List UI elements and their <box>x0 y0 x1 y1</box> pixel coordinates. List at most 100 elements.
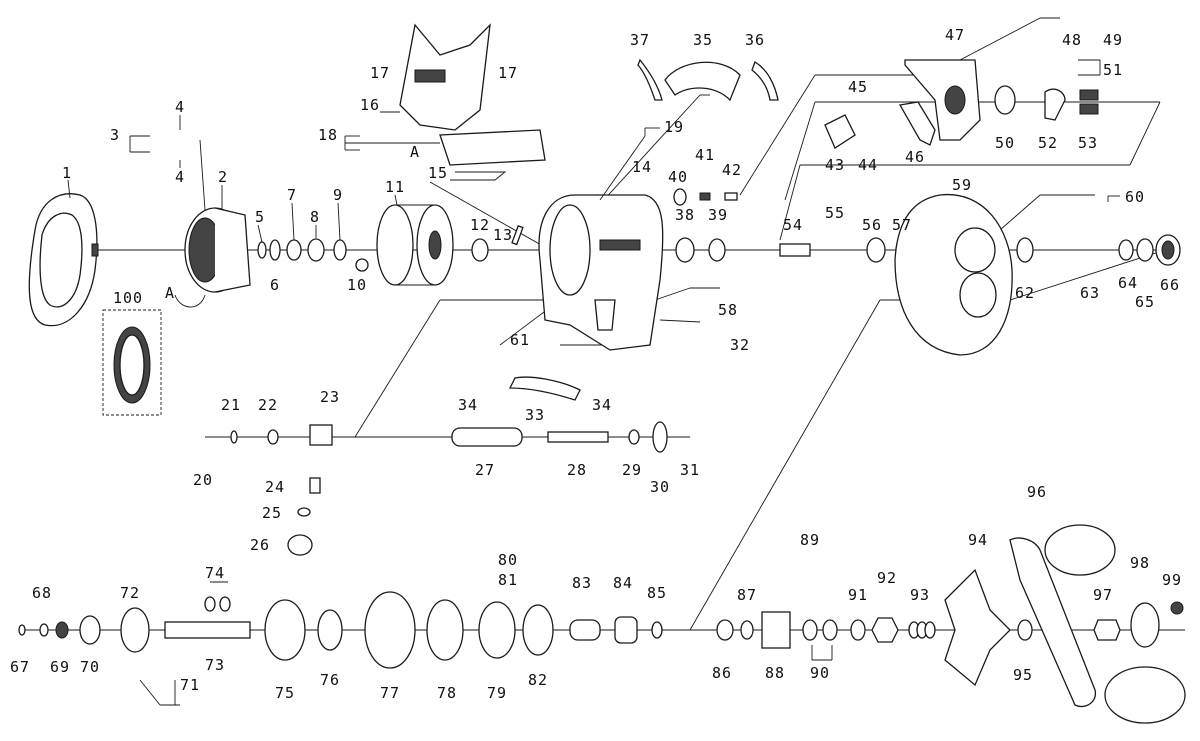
label-65: 65 <box>1135 293 1155 311</box>
label-21: 21 <box>221 396 241 414</box>
label-5: 5 <box>255 208 265 226</box>
label-4b: 4 <box>175 168 185 186</box>
label-80: 80 <box>498 551 518 569</box>
spool-cover-inset <box>102 309 162 416</box>
label-41: 41 <box>695 146 715 164</box>
label-34a: 34 <box>458 396 478 414</box>
label-26: 26 <box>250 536 270 554</box>
label-15: 15 <box>428 164 448 182</box>
label-10: 10 <box>347 276 367 294</box>
label-29: 29 <box>622 461 642 479</box>
label-81: 81 <box>498 571 518 589</box>
label-24: 24 <box>265 478 285 496</box>
label-54: 54 <box>783 216 803 234</box>
label-77: 77 <box>380 684 400 702</box>
label-22: 22 <box>258 396 278 414</box>
label-60: 60 <box>1125 188 1145 206</box>
label-39: 39 <box>708 206 728 224</box>
label-33: 33 <box>525 406 545 424</box>
label-75: 75 <box>275 684 295 702</box>
label-74: 74 <box>205 564 225 582</box>
label-70: 70 <box>80 658 100 676</box>
label-78: 78 <box>437 684 457 702</box>
label-50: 50 <box>995 134 1015 152</box>
label-62: 62 <box>1015 284 1035 302</box>
leader-lines <box>67 59 1120 706</box>
label-89: 89 <box>800 531 820 549</box>
label-28: 28 <box>567 461 587 479</box>
label-23: 23 <box>320 388 340 406</box>
label-13: 13 <box>493 226 513 244</box>
label-87: 87 <box>737 586 757 604</box>
label-32: 32 <box>730 336 750 354</box>
label-76: 76 <box>320 671 340 689</box>
label-18: 18 <box>318 126 338 144</box>
label-31: 31 <box>680 461 700 479</box>
label-34b: 34 <box>592 396 612 414</box>
label-93: 93 <box>910 586 930 604</box>
label-82: 82 <box>528 671 548 689</box>
label-83: 83 <box>572 574 592 592</box>
label-30: 30 <box>650 478 670 496</box>
label-49: 49 <box>1103 31 1123 49</box>
label-45: 45 <box>848 78 868 96</box>
side-cover-part <box>28 193 99 327</box>
label-95: 95 <box>1013 666 1033 684</box>
label-8: 8 <box>310 208 320 226</box>
label-92: 92 <box>877 569 897 587</box>
label-44: 44 <box>858 156 878 174</box>
label-3: 3 <box>110 126 120 144</box>
label-71: 71 <box>180 676 200 694</box>
label-73: 73 <box>205 656 225 674</box>
label-40: 40 <box>668 168 688 186</box>
label-2: 2 <box>218 168 228 186</box>
upper-right-parts <box>824 59 1099 149</box>
label-53: 53 <box>1078 134 1098 152</box>
label-37: 37 <box>630 31 650 49</box>
frame-part <box>508 194 664 401</box>
label-84: 84 <box>613 574 633 592</box>
label-90: 90 <box>810 664 830 682</box>
label-61: 61 <box>510 331 530 349</box>
label-56: 56 <box>862 216 882 234</box>
label-85: 85 <box>647 584 667 602</box>
top-plate-part <box>399 23 546 181</box>
label-19: 19 <box>664 118 684 136</box>
label-6: 6 <box>270 276 280 294</box>
label-36: 36 <box>745 31 765 49</box>
label-55: 55 <box>825 204 845 222</box>
label-52: 52 <box>1038 134 1058 152</box>
reference-a-top: A <box>410 143 420 161</box>
reference-a-left: A <box>165 284 175 302</box>
label-99: 99 <box>1162 571 1182 589</box>
label-79: 79 <box>487 684 507 702</box>
label-17b: 17 <box>498 64 518 82</box>
label-72: 72 <box>120 584 140 602</box>
part-labels: 1 2 3 4 4 5 6 7 8 9 10 11 12 13 14 15 16… <box>10 26 1182 702</box>
right-sideplate-part <box>894 194 1013 356</box>
label-47: 47 <box>945 26 965 44</box>
label-98: 98 <box>1130 554 1150 572</box>
label-63: 63 <box>1080 284 1100 302</box>
label-96: 96 <box>1027 483 1047 501</box>
label-9: 9 <box>333 186 343 204</box>
label-11: 11 <box>385 178 405 196</box>
label-66: 66 <box>1160 276 1180 294</box>
label-86: 86 <box>712 664 732 682</box>
label-1: 1 <box>62 164 72 182</box>
label-91: 91 <box>848 586 868 604</box>
label-27: 27 <box>475 461 495 479</box>
label-7: 7 <box>287 186 297 204</box>
label-88: 88 <box>765 664 785 682</box>
brake-housing-part <box>174 207 251 308</box>
label-94: 94 <box>968 531 988 549</box>
label-64: 64 <box>1118 274 1138 292</box>
label-59: 59 <box>952 176 972 194</box>
label-25: 25 <box>262 504 282 522</box>
label-48: 48 <box>1062 31 1082 49</box>
label-42: 42 <box>722 161 742 179</box>
label-14: 14 <box>632 158 652 176</box>
label-97: 97 <box>1093 586 1113 604</box>
label-16: 16 <box>360 96 380 114</box>
